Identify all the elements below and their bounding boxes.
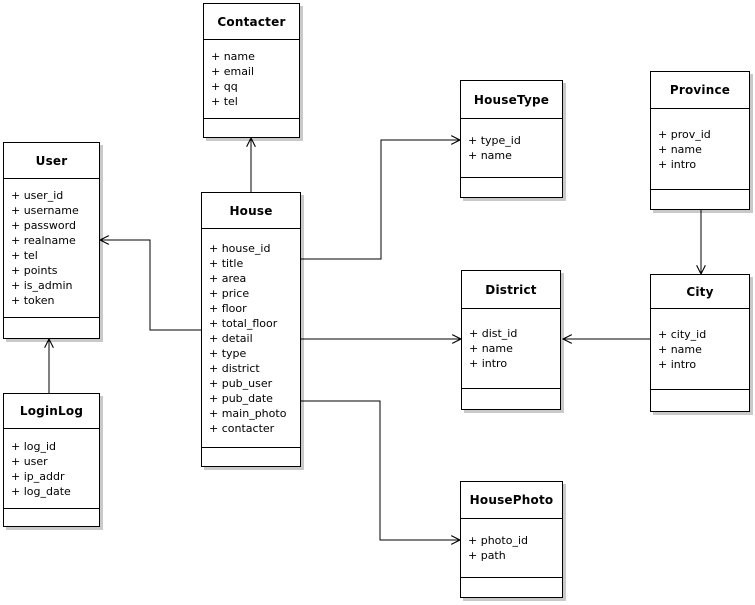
class-attributes-contacter: + name + email + qq + tel [204,40,299,119]
class-box-loginlog[interactable]: LoginLog + log_id + user + ip_addr + log… [3,393,100,527]
class-title-province: Province [651,72,749,109]
attribute: + floor [209,301,247,315]
class-operations-contacter [204,119,299,137]
attribute: + prov_id [658,127,711,141]
class-attributes-house: + house_id + title + area + price + floo… [202,229,300,448]
class-attributes-user: + user_id + username + password + realna… [4,179,99,318]
class-title-user: User [4,143,99,179]
attribute: + intro [469,357,508,370]
class-title-contacter: Contacter [204,4,299,40]
attribute: + pub_user [209,376,273,390]
attribute: + contacter [209,421,275,435]
attribute: + path [468,549,506,562]
class-box-contacter[interactable]: Contacter + name + email + qq + tel [203,3,300,138]
attribute: + email [211,65,255,78]
attribute: + username [11,204,79,217]
class-title-city: City [651,275,749,309]
attribute: + pub_date [209,391,273,405]
attribute: + title [209,256,244,270]
attribute: + intro [658,357,697,371]
class-box-district[interactable]: District + dist_id + name + intro [461,270,561,410]
class-title-district: District [462,271,560,309]
attribute: + tel [11,249,38,262]
class-attributes-housephoto: + photo_id + path [461,519,562,578]
attribute: + points [11,264,58,277]
class-operations-loginlog [4,509,99,526]
class-box-user[interactable]: User + user_id + username + password + r… [3,142,100,339]
attribute: + main_photo [209,406,287,420]
attribute: + total_floor [209,316,278,330]
attribute: + city_id [658,327,707,341]
attribute: + name [658,142,702,156]
attribute: + ip_addr [11,469,65,483]
attribute: + is_admin [11,279,73,292]
attribute: + password [11,219,76,232]
attribute: + token [11,294,55,307]
attribute: + type [209,346,247,360]
attribute: + name [468,149,512,162]
attribute: + qq [211,80,238,93]
attribute: + name [211,50,255,63]
attribute: + type_id [468,134,521,147]
class-box-province[interactable]: Province + prov_id + name + intro [650,71,750,210]
class-title-housetype: HouseType [461,81,562,119]
attribute: + area [209,271,247,285]
class-title-housephoto: HousePhoto [461,482,562,519]
connector-house-user [100,240,201,331]
class-box-housephoto[interactable]: HousePhoto + photo_id + path [460,481,563,598]
class-attributes-city: + city_id + name + intro [651,309,749,390]
attribute: + price [209,286,250,300]
class-box-housetype[interactable]: HouseType + type_id + name [460,80,563,198]
class-operations-province [651,190,749,209]
class-attributes-province: + prov_id + name + intro [651,109,749,190]
attribute: + log_date [11,484,71,498]
class-operations-user [4,318,99,338]
attribute: + realname [11,234,76,247]
class-attributes-housetype: + type_id + name [461,119,562,178]
class-operations-city [651,390,749,411]
attribute: + district [209,361,260,375]
class-attributes-district: + dist_id + name + intro [462,309,560,389]
connector-house-housephoto [301,400,460,540]
attribute: + intro [658,157,697,171]
attribute: + house_id [209,241,271,255]
attribute: + photo_id [468,534,528,547]
class-title-loginlog: LoginLog [4,394,99,429]
class-operations-house [202,448,300,466]
attribute: + name [658,342,702,356]
attribute: + detail [209,331,253,345]
class-box-city[interactable]: City + city_id + name + intro [650,274,750,412]
attribute: + name [469,342,513,355]
class-operations-housephoto [461,578,562,597]
attribute: + log_id [11,439,57,453]
class-operations-housetype [461,178,562,197]
attribute: + dist_id [469,327,518,340]
attribute: + user [11,454,48,468]
attribute: + user_id [11,189,64,202]
class-title-house: House [202,193,300,229]
connector-house-housetype [301,140,460,260]
class-attributes-loginlog: + log_id + user + ip_addr + log_date [4,429,99,509]
class-operations-district [462,389,560,409]
attribute: + tel [211,95,238,108]
class-box-house[interactable]: House + house_id + title + area + price … [201,192,301,467]
